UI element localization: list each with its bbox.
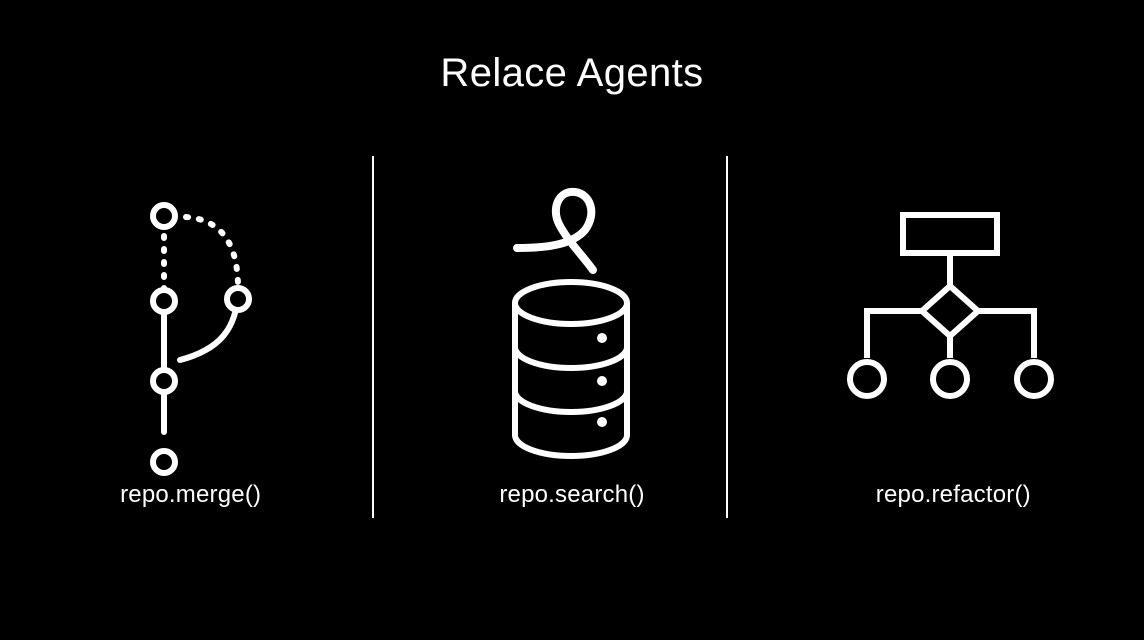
indicator-dot-1 [596, 333, 607, 343]
agent-label-merge: repo.merge() [120, 481, 262, 508]
database-search-graphic [511, 187, 630, 459]
flow-edge-left [864, 308, 923, 358]
refactor-flowchart-icon [762, 150, 1143, 480]
indicator-dot-3 [596, 417, 607, 427]
indicator-dot-2 [596, 376, 607, 386]
edge-dotted-curve [182, 214, 241, 291]
cylinder-top-ellipse [511, 279, 630, 327]
git-merge-graph [149, 202, 252, 476]
agent-label-search: repo.search() [499, 481, 645, 508]
ribbon-loop [512, 187, 597, 274]
cylinder-bottom-arc [511, 432, 630, 459]
flow-node-rect [900, 212, 1001, 256]
node-branch-left [149, 287, 178, 315]
cylinder-tier-divider-2 [511, 388, 630, 415]
git-merge-icon [11, 150, 392, 480]
column-divider-1 [372, 156, 374, 518]
flow-edge-right [978, 308, 1038, 358]
agent-label-refactor: repo.refactor() [875, 481, 1031, 508]
page-title: Relace Agents [440, 51, 704, 95]
column-divider-2 [726, 156, 728, 518]
node-bottom [149, 448, 178, 476]
database-search-icon [380, 150, 761, 480]
agent-columns: repo.merge() [0, 150, 1144, 580]
flow-node-diamond [917, 281, 983, 341]
cylinder-tier-divider-1 [511, 344, 630, 371]
refactor-flowchart-graphic [847, 212, 1055, 399]
flow-leaf-center [930, 359, 971, 399]
node-top [149, 202, 178, 230]
agent-card-search[interactable]: repo.search() [381, 150, 762, 580]
agent-card-refactor[interactable]: repo.refactor() [763, 150, 1144, 580]
node-branch-right [223, 285, 252, 313]
node-merge [149, 367, 178, 395]
flow-leaf-right [1014, 359, 1055, 399]
agent-card-merge[interactable]: repo.merge() [0, 150, 381, 580]
flow-leaf-left [847, 359, 888, 399]
